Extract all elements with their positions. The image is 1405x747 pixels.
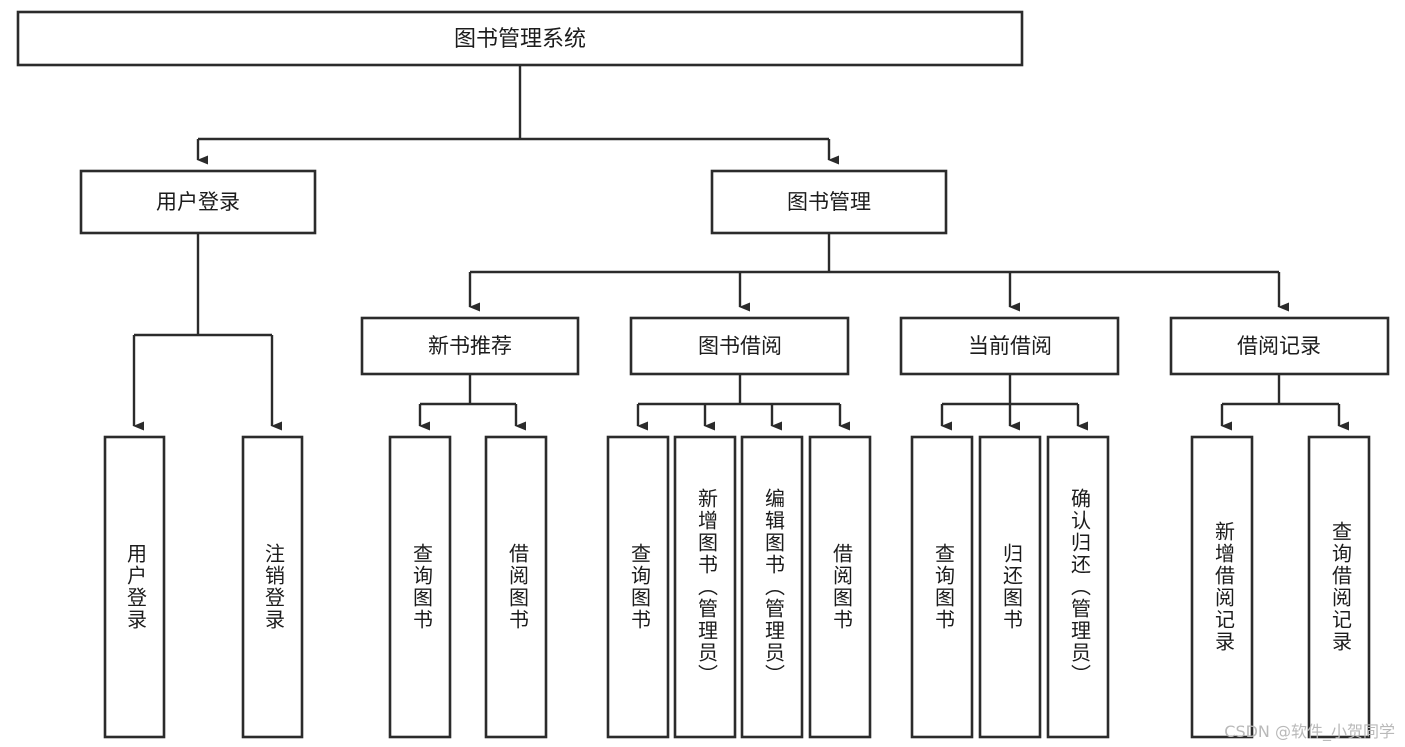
leaf-borrow-record-1[interactable]: 查询借阅记录: [1307, 435, 1371, 739]
node-new-book-label: 新书推荐: [428, 334, 512, 358]
leaf-book-borrow-1[interactable]: 新增图书（管理员）: [673, 435, 737, 739]
leaf-user-login-1-label: 注销登录: [262, 543, 286, 631]
edge-group-new-book: [418, 374, 526, 431]
edge-group-book-borrow: [636, 374, 850, 431]
leaf-new-book-0[interactable]: 查询图书: [388, 435, 452, 739]
leaf-book-borrow-0-box[interactable]: [606, 435, 670, 739]
leaf-book-borrow-1-box[interactable]: [673, 435, 737, 739]
edge-group-borrow-record: [1220, 374, 1349, 431]
node-book-manage-box[interactable]: [710, 169, 948, 235]
leaf-new-book-0-box[interactable]: [388, 435, 452, 739]
leaf-book-borrow-1-label: 新增图书（管理员）: [695, 488, 719, 686]
node-book-borrow-box[interactable]: [629, 316, 850, 376]
leaf-book-borrow-2-box[interactable]: [740, 435, 804, 739]
node-user-login[interactable]: 用户登录: [79, 169, 317, 235]
leaf-borrow-record-0-label: 新增借阅记录: [1212, 521, 1236, 653]
leaf-user-login-0-box[interactable]: [103, 435, 166, 739]
node-new-book[interactable]: 新书推荐: [360, 316, 580, 376]
edge-group-root: [196, 65, 839, 165]
leaf-user-login-0-label: 用户登录: [124, 543, 148, 631]
leaf-current-borrow-2-label: 确认归还（管理员）: [1068, 488, 1092, 686]
leaf-new-book-1-label: 借阅图书: [506, 543, 530, 631]
node-borrow-record[interactable]: 借阅记录: [1169, 316, 1390, 376]
leaf-user-login-1-box[interactable]: [241, 435, 304, 739]
node-current-borrow[interactable]: 当前借阅: [899, 316, 1120, 376]
leaf-current-borrow-0[interactable]: 查询图书: [910, 435, 974, 739]
node-current-borrow-label: 当前借阅: [968, 334, 1052, 358]
leaf-current-borrow-1[interactable]: 归还图书: [978, 435, 1042, 739]
leaf-book-borrow-2-label: 编辑图书（管理员）: [762, 488, 786, 686]
leaf-new-book-0-label: 查询图书: [410, 543, 434, 631]
node-new-book-box[interactable]: [360, 316, 580, 376]
leaf-user-login-1[interactable]: 注销登录: [241, 435, 304, 739]
leaf-book-borrow-0-label: 查询图书: [628, 543, 652, 631]
leaf-current-borrow-0-label: 查询图书: [932, 543, 956, 631]
leaf-borrow-record-0[interactable]: 新增借阅记录: [1190, 435, 1254, 739]
node-current-borrow-box[interactable]: [899, 316, 1120, 376]
node-book-borrow-label: 图书借阅: [698, 334, 782, 358]
node-book-manage-label: 图书管理: [787, 190, 871, 214]
leaf-book-borrow-3-label: 借阅图书: [830, 543, 854, 631]
node-root-label: 图书管理系统: [454, 27, 586, 52]
leaf-current-borrow-2-box[interactable]: [1046, 435, 1110, 739]
edge-group-book-manage: [468, 233, 1289, 312]
leaf-book-borrow-3[interactable]: 借阅图书: [808, 435, 872, 739]
leaf-book-borrow-3-box[interactable]: [808, 435, 872, 739]
node-borrow-record-box[interactable]: [1169, 316, 1390, 376]
leaf-current-borrow-0-box[interactable]: [910, 435, 974, 739]
edge-group-current-borrow: [940, 374, 1088, 431]
leaf-current-borrow-2[interactable]: 确认归还（管理员）: [1046, 435, 1110, 739]
leaf-borrow-record-0-box[interactable]: [1190, 435, 1254, 739]
node-root[interactable]: 图书管理系统: [16, 10, 1024, 67]
leaf-new-book-1[interactable]: 借阅图书: [484, 435, 548, 739]
leaf-new-book-1-box[interactable]: [484, 435, 548, 739]
edge-group-user-login: [132, 233, 282, 431]
node-borrow-record-label: 借阅记录: [1237, 334, 1321, 358]
node-user-login-label: 用户登录: [156, 190, 240, 214]
leaf-current-borrow-1-box[interactable]: [978, 435, 1042, 739]
leaf-book-borrow-2[interactable]: 编辑图书（管理员）: [740, 435, 804, 739]
leaf-book-borrow-0[interactable]: 查询图书: [606, 435, 670, 739]
leaf-borrow-record-1-box[interactable]: [1307, 435, 1371, 739]
node-root-box[interactable]: [16, 10, 1024, 67]
node-user-login-box[interactable]: [79, 169, 317, 235]
leaf-user-login-0[interactable]: 用户登录: [103, 435, 166, 739]
leaf-borrow-record-1-label: 查询借阅记录: [1329, 521, 1353, 653]
leaf-current-borrow-1-label: 归还图书: [1000, 543, 1024, 631]
node-book-manage[interactable]: 图书管理: [710, 169, 948, 235]
node-book-borrow[interactable]: 图书借阅: [629, 316, 850, 376]
